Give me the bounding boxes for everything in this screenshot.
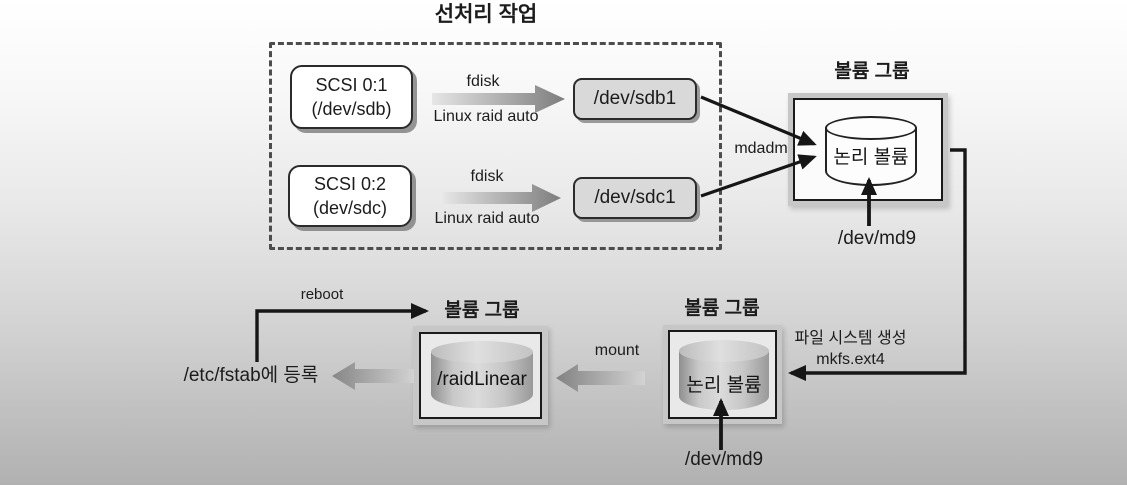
raid-auto-label-2: Linux raid auto [434, 210, 540, 227]
vg-top-cylinder: 논리 볼륨 [825, 116, 917, 186]
mkfs-label-line2: mkfs.ext4 [816, 351, 885, 368]
vg-left-cylinder: /raidLinear [431, 341, 533, 408]
reboot-label: reboot [300, 286, 344, 303]
mount-label: mount [594, 342, 640, 359]
fdisk-label-1: fdisk [466, 73, 500, 90]
disk-sdb-id: SCSI 0:1 [315, 75, 388, 95]
disk-sdc-device: (dev/sdc) [312, 198, 388, 218]
md9-bottom-label: /dev/md9 [684, 449, 764, 470]
fstab-arrow [332, 362, 414, 390]
cylinder-cap [679, 340, 769, 362]
vg-mid-volume-label: 논리 볼륨 [686, 375, 762, 396]
fstab-label: /etc/fstab에 등록 [183, 365, 319, 386]
partition-node-sdb1: /dev/sdb1 [573, 78, 697, 120]
raid-auto-label-1: Linux raid auto [433, 108, 539, 125]
partition-sdc1-label: /dev/sdc1 [594, 187, 676, 208]
cylinder-cap [431, 341, 533, 363]
reboot-connector [255, 303, 429, 362]
disk-sdb-device: (/dev/sdb) [311, 99, 392, 119]
vg-left-volume-label: /raidLinear [437, 369, 527, 390]
preprocess-dashed-box [269, 42, 722, 250]
vg-mid-cylinder: 논리 볼륨 [679, 340, 769, 410]
mount-arrow [556, 364, 645, 392]
disk-sdc-id: SCSI 0:2 [313, 174, 387, 194]
preprocess-title: 선처리 작업 [434, 3, 538, 26]
mkfs-label-line1: 파일 시스템 생성 [794, 330, 907, 347]
partition-node-sdc1: /dev/sdc1 [573, 177, 697, 219]
disk-node-sdb: SCSI 0:1 (/dev/sdb) [290, 65, 413, 129]
disk-node-sdc: SCSI 0:2 (dev/sdc) [288, 165, 412, 227]
vg-top-title: 볼륨 그룹 [834, 61, 910, 82]
cylinder-cap [825, 116, 917, 140]
vg-mid-title: 볼륨 그룹 [684, 298, 760, 319]
vg-left-title: 볼륨 그룹 [444, 300, 520, 321]
fdisk-label-2: fdisk [470, 168, 504, 185]
mdadm-label: mdadm [734, 140, 788, 157]
md9-top-label: /dev/md9 [837, 228, 917, 249]
vg-top-volume-label: 논리 볼륨 [833, 147, 909, 168]
partition-sdb1-label: /dev/sdb1 [593, 88, 677, 109]
